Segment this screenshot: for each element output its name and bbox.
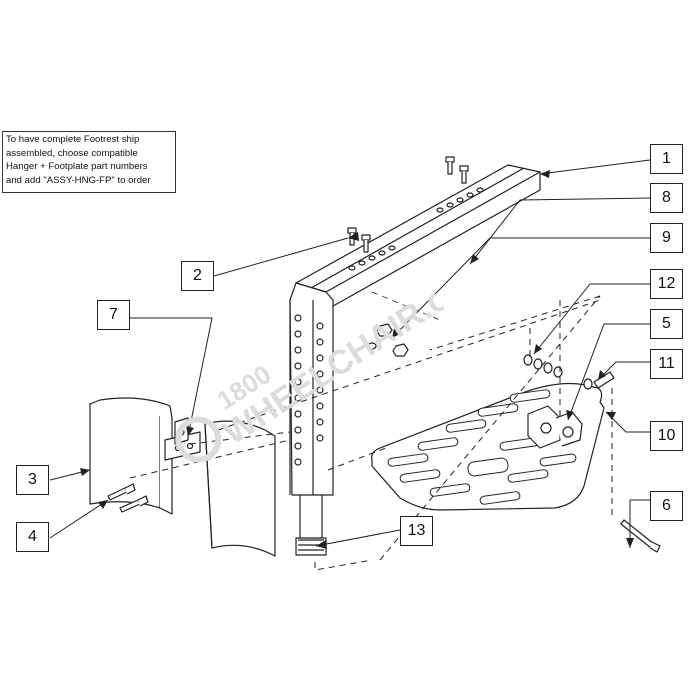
callout-1[interactable]: 1 bbox=[650, 144, 683, 174]
hinge-bolt bbox=[583, 371, 615, 390]
footplate bbox=[371, 382, 605, 511]
callout-7[interactable]: 7 bbox=[97, 300, 130, 330]
callout-9[interactable]: 9 bbox=[650, 223, 683, 253]
calf-pad bbox=[89, 397, 276, 557]
washers bbox=[523, 354, 563, 378]
callout-10[interactable]: 10 bbox=[650, 421, 683, 451]
order-note: To have complete Footrest ship assembled… bbox=[2, 131, 176, 193]
callout-6[interactable]: 6 bbox=[650, 491, 683, 521]
long-bolt bbox=[620, 519, 661, 553]
hanger-tube bbox=[289, 164, 541, 556]
callout-8[interactable]: 8 bbox=[650, 183, 683, 213]
note-line-4: and add "ASSY-HNG-FP" to order bbox=[6, 174, 151, 186]
note-line-3: Hanger + Footplate part numbers bbox=[6, 161, 148, 173]
nuts-and-washer bbox=[367, 323, 409, 357]
callout-3[interactable]: 3 bbox=[16, 465, 49, 495]
note-line-2: assembled, choose compatible bbox=[6, 147, 138, 159]
callout-13[interactable]: 13 bbox=[400, 516, 433, 546]
callout-2[interactable]: 2 bbox=[181, 261, 214, 291]
callout-5[interactable]: 5 bbox=[650, 309, 683, 339]
bar-screws bbox=[347, 156, 469, 253]
callout-11[interactable]: 11 bbox=[650, 349, 683, 379]
callout-12[interactable]: 12 bbox=[650, 269, 683, 299]
callout-4[interactable]: 4 bbox=[16, 522, 49, 552]
pad-screws bbox=[107, 483, 149, 513]
note-line-1: To have complete Footrest ship bbox=[6, 134, 140, 145]
